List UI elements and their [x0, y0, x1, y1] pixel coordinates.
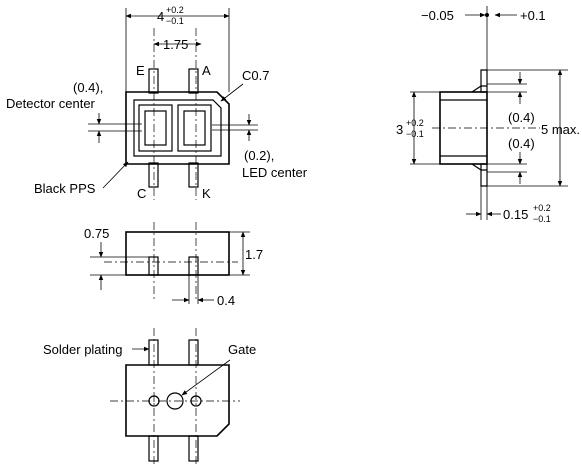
width-value: 4	[157, 9, 164, 24]
front-lead-left	[148, 256, 159, 276]
gate-label: Gate	[228, 342, 256, 357]
detector-offset: (0.4),	[73, 80, 103, 95]
pin-c-label: C	[137, 186, 146, 201]
led-window	[177, 104, 212, 152]
lead-a	[188, 68, 199, 94]
lead-tol-plus: +0.2	[533, 203, 551, 213]
pin-e-label: E	[136, 63, 145, 78]
lead-k	[188, 162, 199, 188]
width-tol-minus: −0.1	[166, 16, 184, 26]
height-tol-plus: +0.2	[406, 118, 424, 128]
front-body	[125, 231, 230, 276]
body-outline	[125, 91, 230, 165]
detector-window	[138, 104, 173, 152]
lead-width-value: 0.4	[217, 293, 235, 308]
pin-a-label: A	[202, 63, 211, 78]
front-view: 0.75 1.7 0.4	[84, 222, 263, 308]
body-height-value: 1.7	[245, 247, 263, 262]
width-tol-plus: +0.2	[166, 5, 184, 15]
body-inner	[133, 99, 222, 157]
height-tol-minus: −0.1	[406, 129, 424, 139]
pitch-value: 1.75	[163, 37, 188, 52]
lead-c	[148, 162, 159, 188]
solder-plating-label: Solder plating	[43, 342, 123, 357]
led-offset: (0.2),	[244, 148, 274, 163]
bottom-view: Solder plating Gate	[43, 328, 256, 466]
side-view: −0.05 +0.1 3 +0.2 −0.1 (0.4) (0.4)	[396, 6, 580, 224]
bottom-lead-tr	[188, 339, 199, 366]
offset-right-value: +0.1	[520, 8, 546, 23]
bottom-lead-tl	[148, 339, 159, 366]
led-center-label: LED center	[242, 165, 308, 180]
side-lead-top	[480, 69, 488, 93]
lead-e	[148, 68, 159, 94]
pin-k-label: K	[202, 186, 211, 201]
side-body	[439, 91, 488, 165]
bottom-body	[125, 364, 230, 437]
max-height-value: 5 max.	[541, 122, 580, 137]
lead-tol-minus: −0.1	[533, 214, 551, 224]
lead-position-value: 0.75	[84, 226, 109, 241]
top-view: 4 +0.2 −0.1 1.75 E A C K C0.7 (0.4),	[6, 5, 308, 201]
offset-left-value: −0.05	[421, 8, 454, 23]
detector-center-label: Detector center	[6, 96, 96, 111]
lead-thickness-value: 0.15	[503, 207, 528, 222]
bottom-lead-br	[188, 435, 199, 462]
chamfer-label: C0.7	[242, 68, 269, 83]
height-value: 3	[396, 122, 403, 137]
side-lead-bottom	[480, 163, 488, 187]
gap-upper-value: (0.4)	[508, 110, 535, 125]
gap-lower-value: (0.4)	[508, 136, 535, 151]
gate-mark	[166, 392, 184, 410]
material-label: Black PPS	[34, 181, 96, 196]
front-lead-right	[188, 256, 199, 276]
bottom-lead-bl	[148, 435, 159, 462]
